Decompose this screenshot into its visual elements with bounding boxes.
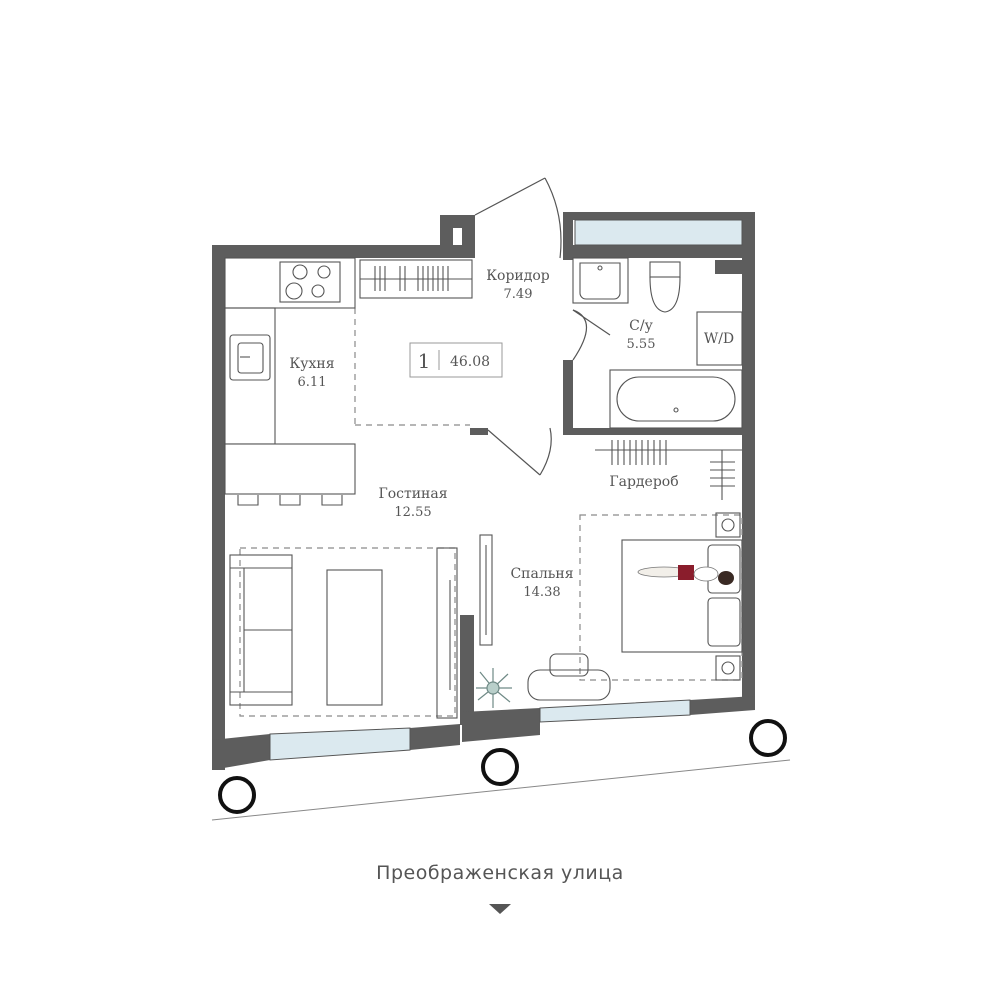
corridor-area: 7.49 bbox=[504, 287, 533, 302]
bedroom-furniture bbox=[479, 512, 743, 701]
bathroom-label: С/у bbox=[629, 318, 653, 334]
bedroom-area: 14.38 bbox=[523, 585, 560, 600]
bedroom-label: Спальня bbox=[510, 566, 573, 582]
kitchen-label: Кухня bbox=[289, 356, 334, 372]
axis-markers bbox=[218, 719, 787, 814]
living-furniture bbox=[229, 547, 458, 719]
living-label: Гостиная bbox=[378, 486, 447, 502]
person-figure bbox=[637, 565, 734, 585]
windows bbox=[269, 219, 743, 761]
street-name: Преображенская улица bbox=[376, 862, 624, 884]
kitchen-area: 6.11 bbox=[298, 375, 327, 390]
wardrobe-label: Гардероб bbox=[609, 474, 678, 490]
bathroom-fixtures bbox=[572, 257, 743, 429]
rooms-count: 1 bbox=[418, 349, 431, 373]
boundary-line bbox=[211, 759, 791, 821]
corridor-label: Коридор bbox=[486, 268, 550, 284]
total-area: 46.08 bbox=[450, 354, 490, 370]
bathroom-area: 5.55 bbox=[627, 337, 656, 352]
kitchen-furniture bbox=[224, 257, 356, 506]
plant-icon bbox=[476, 668, 512, 708]
washer-dryer-label: W/D bbox=[704, 331, 734, 347]
doors bbox=[474, 177, 611, 476]
street-direction-icon bbox=[489, 904, 511, 914]
living-area: 12.55 bbox=[394, 505, 431, 520]
apartment-badge: 1 46.08 bbox=[409, 342, 503, 378]
wardrobe-rails bbox=[359, 259, 742, 500]
walls bbox=[212, 212, 755, 770]
